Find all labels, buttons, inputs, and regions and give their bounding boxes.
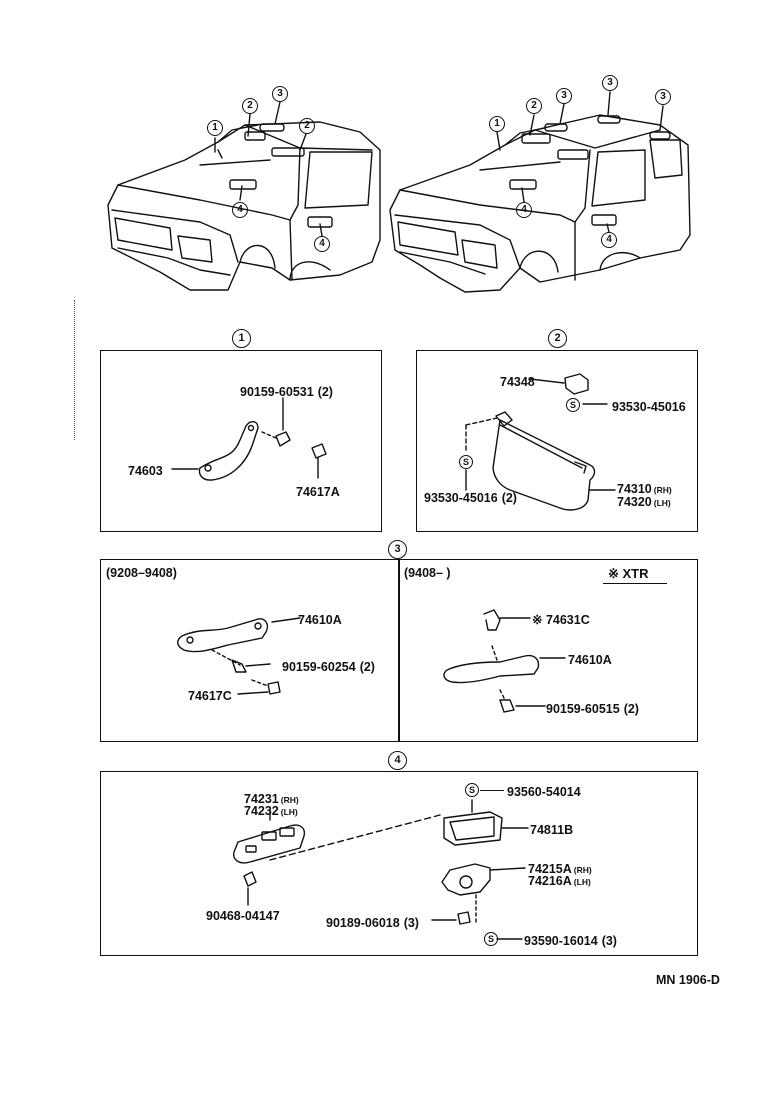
part-90189-06018: 90189-06018(3): [326, 916, 419, 930]
callout-4-left-truck: 4: [232, 202, 248, 218]
part-93530-45016-qty2: 93530-45016(2): [424, 491, 517, 505]
part-74320-lh: 74320(LH): [617, 495, 671, 509]
leader-93560: [480, 790, 504, 792]
truck-regular-cab-illustration: [107, 101, 381, 291]
part-74231-rh: 74231(RH): [244, 792, 299, 806]
part-90468-04147: 90468-04147: [206, 909, 280, 923]
part-74617C: 74617C: [188, 689, 232, 703]
part-93560-54014: 93560-54014: [507, 785, 581, 799]
callout-2b-left-truck: 2: [299, 118, 315, 134]
callout-2-left-truck: 2: [242, 98, 258, 114]
sun-visor-drawing: [465, 373, 616, 511]
part-74216A-lh: 74216A(LH): [528, 874, 591, 888]
callout-3-right-truck: 3: [556, 88, 572, 104]
part-74348: 74348: [500, 375, 535, 389]
assist-grip-74603-drawing: [171, 397, 327, 481]
section-2-marker: 2: [548, 329, 567, 348]
part-74617A: 74617A: [296, 485, 340, 499]
callout-4-right-truck: 4: [516, 202, 532, 218]
s-ref-symbol: S: [459, 455, 473, 469]
s-ref-symbol: S: [566, 398, 580, 412]
margin-marks: [74, 300, 77, 440]
section-4-marker: 4: [388, 751, 407, 770]
callout-3b-right-truck: 3: [602, 75, 618, 91]
s-ref-symbol: S: [484, 932, 498, 946]
assist-grip-74610A-left-drawing: [177, 617, 301, 695]
period-9408-on: (9408– ): [404, 566, 451, 580]
part-74610A-left: 74610A: [298, 613, 342, 627]
part-74310-rh: 74310(RH): [617, 482, 672, 496]
part-93530-45016: 93530-45016: [612, 400, 686, 414]
s-ref-symbol: S: [465, 783, 479, 797]
callout-3c-right-truck: 3: [655, 89, 671, 105]
callout-3-left-truck: 3: [272, 86, 288, 102]
callout-1-left-truck: 1: [207, 120, 223, 136]
part-90159-60254: 90159-60254(2): [282, 660, 375, 674]
part-90159-60515: 90159-60515(2): [546, 702, 639, 716]
truck-extra-cab-illustration: [389, 91, 691, 293]
part-74811B: 74811B: [530, 823, 574, 837]
part-74631C-xtr: ※ 74631C: [532, 613, 590, 627]
section-3-marker: 3: [388, 540, 407, 559]
diagram-code: MN 1906-D: [656, 973, 720, 987]
part-74232-lh: 74232(LH): [244, 804, 298, 818]
xtr-note-underline: [603, 583, 667, 585]
period-9208-9408: (9208–9408): [106, 566, 177, 580]
assist-grip-74610A-right-drawing: [443, 609, 566, 713]
room-lamp-drawing: [233, 799, 529, 940]
callout-1-right-truck: 1: [489, 116, 505, 132]
xtr-note: ※ XTR: [608, 566, 649, 581]
section-3-divider: [398, 559, 400, 742]
section-1-box: [100, 350, 382, 532]
part-74610A-right: 74610A: [568, 653, 612, 667]
callout-2-right-truck: 2: [526, 98, 542, 114]
section-1-marker: 1: [232, 329, 251, 348]
callout-4b-left-truck: 4: [314, 236, 330, 252]
part-74603: 74603: [128, 464, 163, 478]
section-4-box: [100, 771, 698, 956]
part-74215A-rh: 74215A(RH): [528, 862, 592, 876]
part-90159-60531: 90159-60531(2): [240, 385, 333, 399]
callout-4b-right-truck: 4: [601, 232, 617, 248]
part-93590-16014: 93590-16014(3): [524, 934, 617, 948]
section-2-box: [416, 350, 698, 532]
